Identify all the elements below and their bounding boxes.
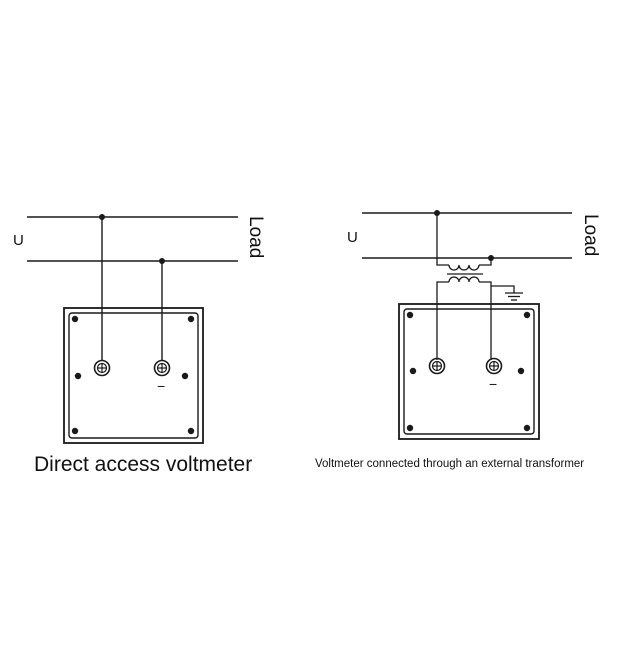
right-mount-hole <box>406 424 414 432</box>
ground-icon <box>505 292 523 301</box>
right-mount-hole <box>517 367 525 375</box>
left-meter-outer-frame <box>63 307 204 444</box>
left-mount-hole <box>187 427 195 435</box>
left-terminal-positive <box>93 359 111 377</box>
right-mount-hole <box>523 311 531 319</box>
ground-lead <box>491 285 515 293</box>
left-load-label: Load <box>245 216 266 259</box>
right-load-label: Load <box>580 214 601 257</box>
left-mount-hole <box>187 315 195 323</box>
right-terminal-negative <box>485 357 503 375</box>
right-meter-inner-frame <box>403 308 535 435</box>
transformer-secondary-winding <box>448 276 480 283</box>
right-meter-outer-frame <box>398 303 540 440</box>
transformer-primary-winding <box>448 264 480 271</box>
right-caption: Voltmeter connected through an external … <box>315 458 585 470</box>
left-diagram <box>27 214 238 444</box>
right-primary-lead-2 <box>479 258 492 266</box>
right-minus-mark: − <box>489 376 498 392</box>
right-mount-hole <box>406 311 414 319</box>
left-minus-mark: − <box>157 378 166 394</box>
right-wire-1 <box>436 281 449 360</box>
left-mount-hole <box>71 315 79 323</box>
right-primary-lead-1 <box>436 213 449 266</box>
right-mount-hole <box>523 424 531 432</box>
left-mount-hole <box>74 372 82 380</box>
right-wire-2 <box>479 281 492 360</box>
left-mount-hole <box>71 427 79 435</box>
left-mount-hole <box>181 372 189 380</box>
right-mount-hole <box>409 367 417 375</box>
right-diagram <box>362 210 572 440</box>
left-terminal-negative <box>153 359 171 377</box>
right-supply-label: U <box>347 229 358 246</box>
left-caption: Direct access voltmeter <box>34 453 253 476</box>
right-terminal-positive <box>428 357 446 375</box>
left-meter-inner-frame <box>68 312 199 439</box>
left-supply-label: U <box>13 232 24 249</box>
